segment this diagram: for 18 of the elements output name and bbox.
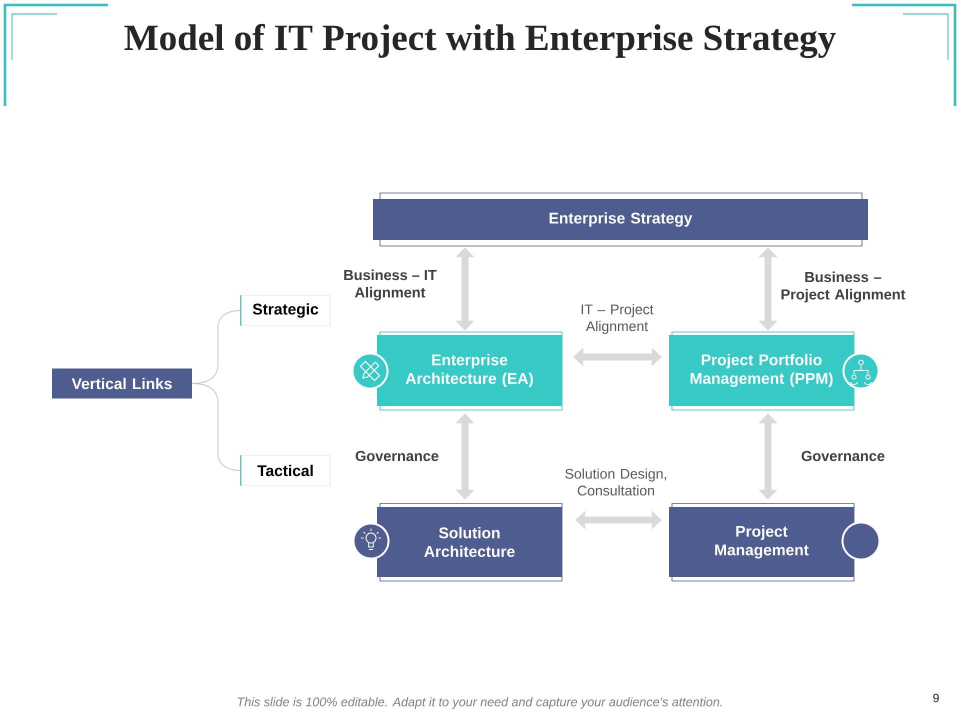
tag-box: Strategic <box>240 295 330 326</box>
strategy-banner: Enterprise Strategy <box>373 192 868 246</box>
title: Model of IT Project with Enterprise Strategy <box>124 24 836 58</box>
process-box: Solution Architecture <box>377 503 562 582</box>
edge-label: IT – Project Alignment <box>582 304 654 334</box>
edge-label: Governance <box>356 450 438 462</box>
footer-note: This slide is 100% editable. Adapt it to your need and capture your audience’s attention. <box>238 697 722 709</box>
process-box: Enterprise Architecture (EA) <box>377 332 562 410</box>
category-box: Vertical Links <box>52 368 192 398</box>
connector-line <box>192 383 242 471</box>
edge-label: Business – Project Alignment <box>782 272 906 302</box>
tag-box: Tactical <box>240 455 330 486</box>
page-number: 9 <box>933 694 939 702</box>
process-box: Project Portfolio Management (PPM) <box>669 332 854 410</box>
edge-label: Solution Design, Consultation <box>565 468 666 496</box>
process-box: Project Management <box>669 503 854 582</box>
edge-label: Business – IT Alignment <box>344 270 437 300</box>
edge-label: Governance <box>802 450 884 462</box>
